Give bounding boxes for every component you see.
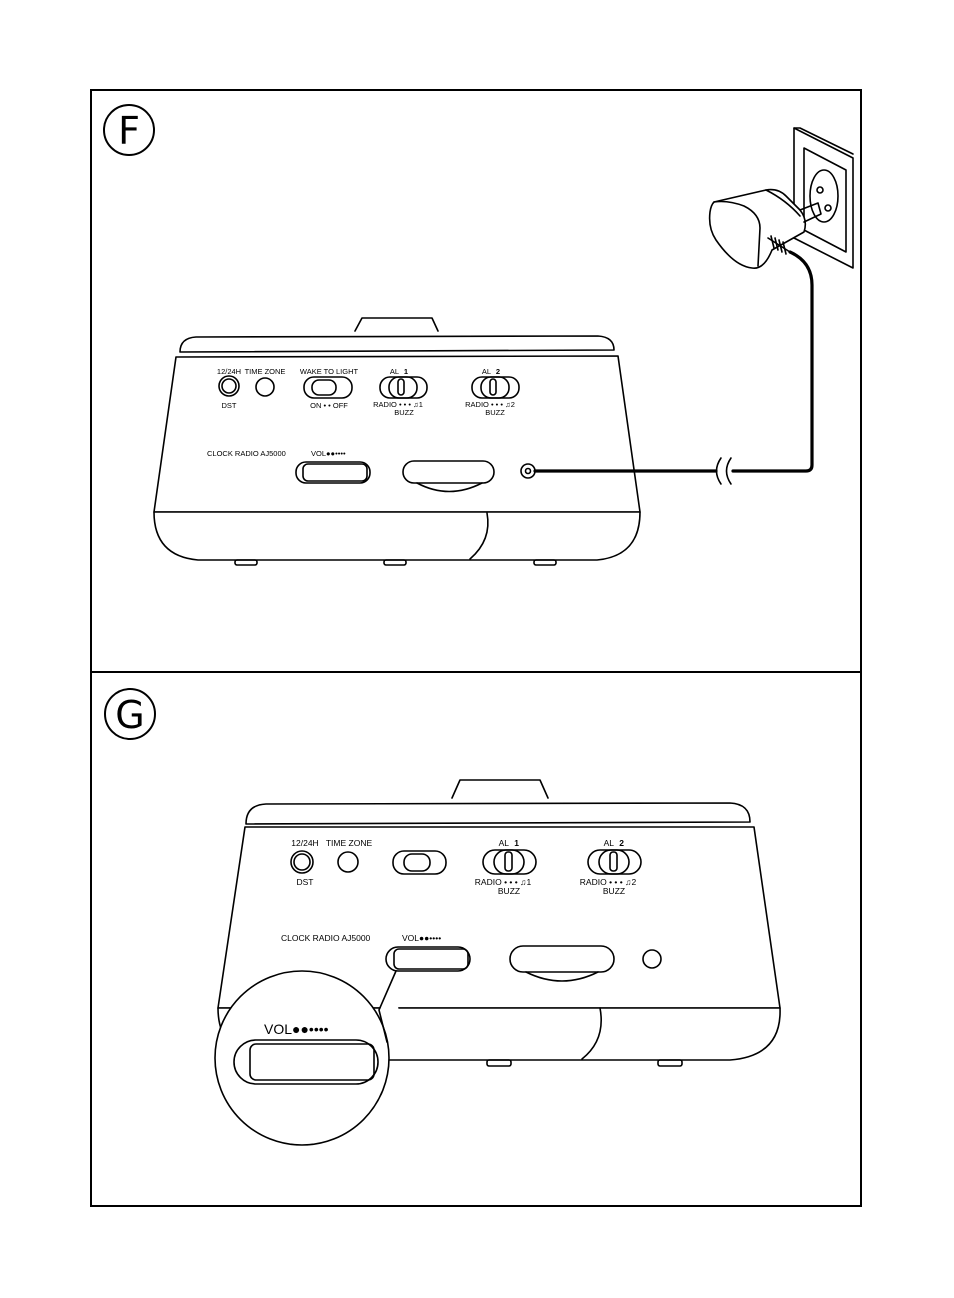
- label-zoom-vol: VOL●●••••: [264, 1021, 329, 1037]
- wake-to-light-switch[interactable]: [303, 376, 353, 399]
- power-cable: [533, 250, 814, 485]
- dc-in-jack[interactable]: [642, 949, 662, 969]
- label-model: CLOCK RADIO AJ5000: [281, 933, 371, 943]
- cable-break-icon: [715, 457, 722, 485]
- label-al1-num: 1: [404, 367, 408, 376]
- volume-slider[interactable]: [295, 461, 371, 484]
- wake-to-light-switch[interactable]: [392, 850, 447, 875]
- label-time-zone: TIME ZONE: [245, 367, 286, 376]
- foot: [234, 559, 258, 566]
- label-al2-num: 2: [619, 838, 624, 848]
- labels-g: 12/24H DST TIME ZONE AL 1 AL 2 RADIO • •…: [264, 838, 636, 1037]
- time-zone-button[interactable]: [255, 377, 275, 397]
- label-al1-buzz: BUZZ: [498, 886, 520, 896]
- label-dst: DST: [297, 877, 314, 887]
- label-vol: VOL●●••••: [311, 449, 346, 458]
- label-al2: AL: [482, 367, 491, 376]
- label-al1-num: 1: [514, 838, 519, 848]
- label-12-24h: 12/24H: [217, 367, 241, 376]
- label-on-off: ON • • OFF: [310, 401, 348, 410]
- label-al1: AL: [499, 838, 510, 848]
- label-vol: VOL●●••••: [402, 933, 441, 943]
- speaker-grill: [509, 945, 615, 973]
- foot: [657, 1059, 683, 1067]
- panel-letter-f: F: [103, 104, 155, 156]
- label-wake-to-light: WAKE TO LIGHT: [300, 367, 359, 376]
- dst-button[interactable]: [290, 850, 314, 874]
- wall-socket-icon: [793, 127, 854, 269]
- label-al2-num: 2: [496, 367, 500, 376]
- power-adapter-icon: [708, 188, 822, 269]
- label-dst: DST: [222, 401, 237, 410]
- volume-slider[interactable]: [385, 946, 471, 972]
- label-al2: AL: [604, 838, 615, 848]
- clock-radio-f: [153, 317, 641, 566]
- panel-letter-g: G: [104, 688, 156, 740]
- label-al2-buzz: BUZZ: [603, 886, 625, 896]
- label-al1: AL: [390, 367, 399, 376]
- dst-button[interactable]: [218, 375, 240, 397]
- panel-g: [90, 671, 862, 1207]
- foot: [486, 1059, 512, 1067]
- foot: [533, 559, 557, 566]
- label-al1-buzz: BUZZ: [394, 408, 414, 417]
- label-al2-buzz: BUZZ: [485, 408, 505, 417]
- zoomed-volume-slider: [233, 1039, 379, 1085]
- volume-zoom-callout: [214, 970, 399, 1146]
- label-al1-radio: RADIO • • • ♫1: [475, 877, 532, 887]
- foot: [383, 559, 407, 566]
- label-12-24h: 12/24H: [291, 838, 318, 848]
- label-model: CLOCK RADIO AJ5000: [207, 449, 286, 458]
- time-zone-button[interactable]: [337, 851, 359, 873]
- label-time-zone: TIME ZONE: [326, 838, 373, 848]
- speaker-grill: [402, 460, 495, 484]
- label-al2-radio: RADIO • • • ♫2: [465, 400, 515, 409]
- label-al1-radio: RADIO • • • ♫1: [373, 400, 423, 409]
- labels-f: 12/24H DST TIME ZONE WAKE TO LIGHT ON • …: [207, 367, 515, 458]
- label-al2-radio: RADIO • • • ♫2: [580, 877, 637, 887]
